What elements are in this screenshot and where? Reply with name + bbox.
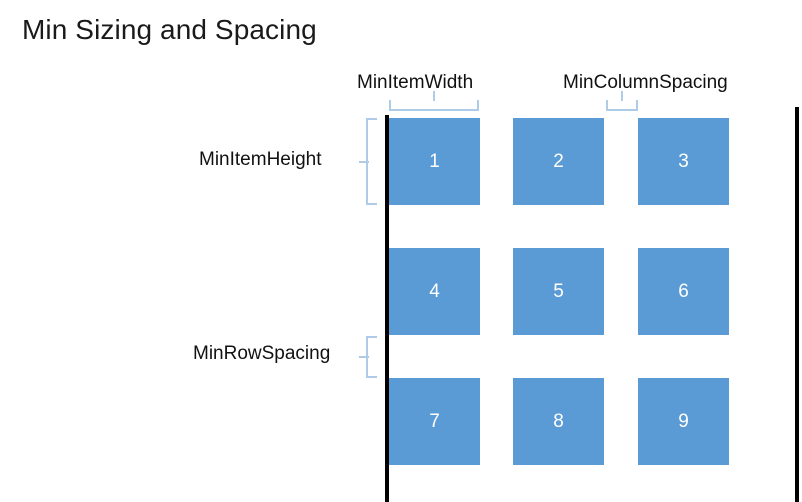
page-title: Min Sizing and Spacing xyxy=(22,14,317,45)
grid-item[interactable]: 3 xyxy=(638,118,729,205)
label-min-item-height: MinItemHeight xyxy=(199,149,322,170)
left-boundary-rail xyxy=(385,115,389,502)
bracket-min-item-height xyxy=(359,118,377,205)
grid-item[interactable]: 2 xyxy=(513,118,604,205)
grid-item[interactable]: 4 xyxy=(389,248,480,335)
label-min-row-spacing: MinRowSpacing xyxy=(193,343,331,364)
grid-item[interactable]: 7 xyxy=(389,378,480,465)
bracket-tick-icon xyxy=(621,91,623,101)
label-min-column-spacing: MinColumnSpacing xyxy=(563,72,728,93)
bracket-min-column-spacing xyxy=(606,91,638,111)
grid-item[interactable]: 1 xyxy=(389,118,480,205)
bracket-tick-icon xyxy=(359,160,369,163)
grid-item[interactable]: 8 xyxy=(513,378,604,465)
bracket-min-row-spacing xyxy=(359,336,377,378)
label-min-item-width: MinItemWidth xyxy=(357,72,474,93)
grid-item[interactable]: 5 xyxy=(513,248,604,335)
grid-item[interactable]: 9 xyxy=(638,378,729,465)
bracket-tick-icon xyxy=(359,356,369,358)
bracket-min-item-width xyxy=(389,91,479,111)
bracket-tick-icon xyxy=(433,91,435,101)
right-boundary-rail xyxy=(795,107,799,502)
grid-item[interactable]: 6 xyxy=(638,248,729,335)
